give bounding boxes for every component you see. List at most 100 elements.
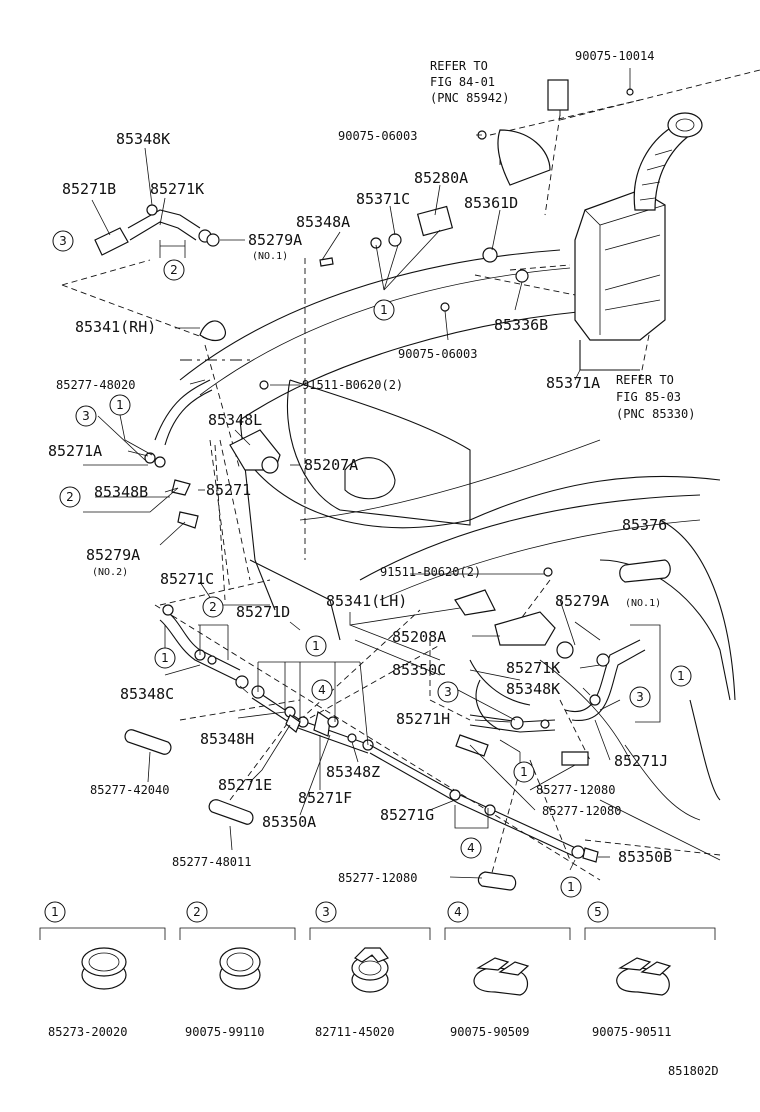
part-label: 85271C bbox=[160, 570, 214, 588]
part-label: 85279A bbox=[248, 231, 302, 249]
callout-circle bbox=[75, 405, 97, 427]
part-label: 85207A bbox=[304, 456, 358, 474]
ref-label: FIG 85-03 bbox=[616, 390, 681, 404]
legend-part: 90075-99110 bbox=[185, 1025, 264, 1039]
ref-label: (PNC 85942) bbox=[430, 91, 509, 105]
part-label: 85371C bbox=[356, 190, 410, 208]
svg-text:1: 1 bbox=[116, 398, 124, 412]
part-label: 85277-12080 bbox=[536, 783, 615, 797]
legend-part: 90075-90509 bbox=[450, 1025, 529, 1039]
svg-text:2: 2 bbox=[209, 600, 217, 614]
part-label: 85271D bbox=[236, 603, 290, 621]
svg-text:1: 1 bbox=[380, 303, 388, 317]
diagram-id: 851802D bbox=[668, 1064, 719, 1078]
callout-circle bbox=[109, 394, 131, 416]
legend-num-circle bbox=[186, 901, 208, 923]
ref-label: REFER TO bbox=[616, 373, 674, 387]
clip-icon bbox=[616, 957, 672, 996]
legend-num: 4 bbox=[454, 905, 462, 919]
part-labels: REFER TO FIG 84-01 (PNC 85942) 90075-100… bbox=[48, 49, 695, 885]
svg-text:3: 3 bbox=[636, 690, 644, 704]
legend-part: 90075-90511 bbox=[592, 1025, 671, 1039]
ref-label: FIG 84-01 bbox=[430, 75, 495, 89]
part-label: 85348C bbox=[120, 685, 174, 703]
callout-circle bbox=[437, 681, 459, 703]
part-label: 91511-B0620(2) bbox=[302, 378, 403, 392]
part-label: (NO.1) bbox=[252, 251, 288, 262]
callout-circle bbox=[202, 596, 224, 618]
part-label: 85271A bbox=[48, 442, 102, 460]
part-label: 85277-48020 bbox=[56, 378, 135, 392]
legend-num-circle bbox=[44, 901, 66, 923]
part-label: 85348L bbox=[208, 411, 262, 429]
callout-circle bbox=[373, 299, 395, 321]
legend-part: 85273-20020 bbox=[48, 1025, 127, 1039]
ref-label: (PNC 85330) bbox=[616, 407, 695, 421]
callout-circle bbox=[670, 665, 692, 687]
part-label: 85271F bbox=[298, 789, 352, 807]
hoses-and-parts bbox=[94, 88, 671, 891]
svg-text:3: 3 bbox=[444, 685, 452, 699]
part-label: 85348K bbox=[116, 130, 170, 148]
svg-text:2: 2 bbox=[66, 490, 74, 504]
legend-num: 2 bbox=[193, 905, 201, 919]
part-label: 85277-48011 bbox=[172, 855, 251, 869]
part-label: 85271J bbox=[614, 752, 668, 770]
callout-circle bbox=[163, 259, 185, 281]
part-label: 85271 bbox=[206, 481, 251, 499]
vehicle-body-outline bbox=[179, 249, 736, 861]
legend-num: 1 bbox=[51, 905, 59, 919]
svg-text:3: 3 bbox=[82, 409, 90, 423]
part-label: 85271K bbox=[150, 180, 204, 198]
callout-circle bbox=[513, 761, 535, 783]
part-label: 85271E bbox=[218, 776, 272, 794]
callout-circles: 3 2 1 3 1 2 2 1 1 4 3 3 1 1 4 1 bbox=[52, 230, 692, 898]
part-label: 85208A bbox=[392, 628, 446, 646]
callout-circle bbox=[560, 876, 582, 898]
part-label: 85341(LH) bbox=[326, 592, 407, 610]
callout-circle bbox=[154, 647, 176, 669]
legend-num: 5 bbox=[594, 905, 602, 919]
part-label: 85350B bbox=[618, 848, 672, 866]
part-label: 91511-B0620(2) bbox=[380, 565, 481, 579]
callout-circle bbox=[311, 679, 333, 701]
part-label: 85279A bbox=[86, 546, 140, 564]
ref-label: REFER TO bbox=[430, 59, 488, 73]
clamp-icon bbox=[351, 947, 389, 993]
part-label: 85348A bbox=[296, 213, 350, 231]
part-label: 85348K bbox=[506, 680, 560, 698]
part-label: 85336B bbox=[494, 316, 548, 334]
part-label: 90075-10014 bbox=[575, 49, 654, 63]
legend: 1 2 3 4 5 bbox=[39, 901, 716, 1039]
svg-text:1: 1 bbox=[312, 639, 320, 653]
part-label: 85361D bbox=[464, 194, 518, 212]
callout-circle bbox=[52, 230, 74, 252]
clip-icon bbox=[473, 957, 530, 996]
part-label: 85350A bbox=[262, 813, 316, 831]
part-label: 85350C bbox=[392, 661, 446, 679]
legend-part: 82711-45020 bbox=[315, 1025, 394, 1039]
part-label: (NO.2) bbox=[92, 567, 128, 578]
washer-reservoir bbox=[497, 79, 703, 371]
part-label: 85271K bbox=[506, 659, 560, 677]
legend-num-circle bbox=[447, 901, 469, 923]
svg-text:3: 3 bbox=[59, 234, 67, 248]
part-label: 85376 bbox=[622, 516, 667, 534]
part-label: (NO.1) bbox=[625, 598, 661, 609]
legend-num-circle bbox=[315, 901, 337, 923]
part-label: 85279A bbox=[555, 592, 609, 610]
part-label: 90075-06003 bbox=[398, 347, 477, 361]
part-label: 85271B bbox=[62, 180, 116, 198]
part-label: 85271G bbox=[380, 806, 434, 824]
part-label: 85277-42040 bbox=[90, 783, 169, 797]
callout-circle bbox=[305, 635, 327, 657]
legend-num-circle bbox=[587, 901, 609, 923]
svg-text:2: 2 bbox=[170, 263, 178, 277]
clamp-icon bbox=[81, 947, 127, 990]
part-label: 85277-12080 bbox=[338, 871, 417, 885]
svg-text:1: 1 bbox=[677, 669, 685, 683]
clamp-icon bbox=[219, 947, 261, 990]
svg-text:1: 1 bbox=[161, 651, 169, 665]
